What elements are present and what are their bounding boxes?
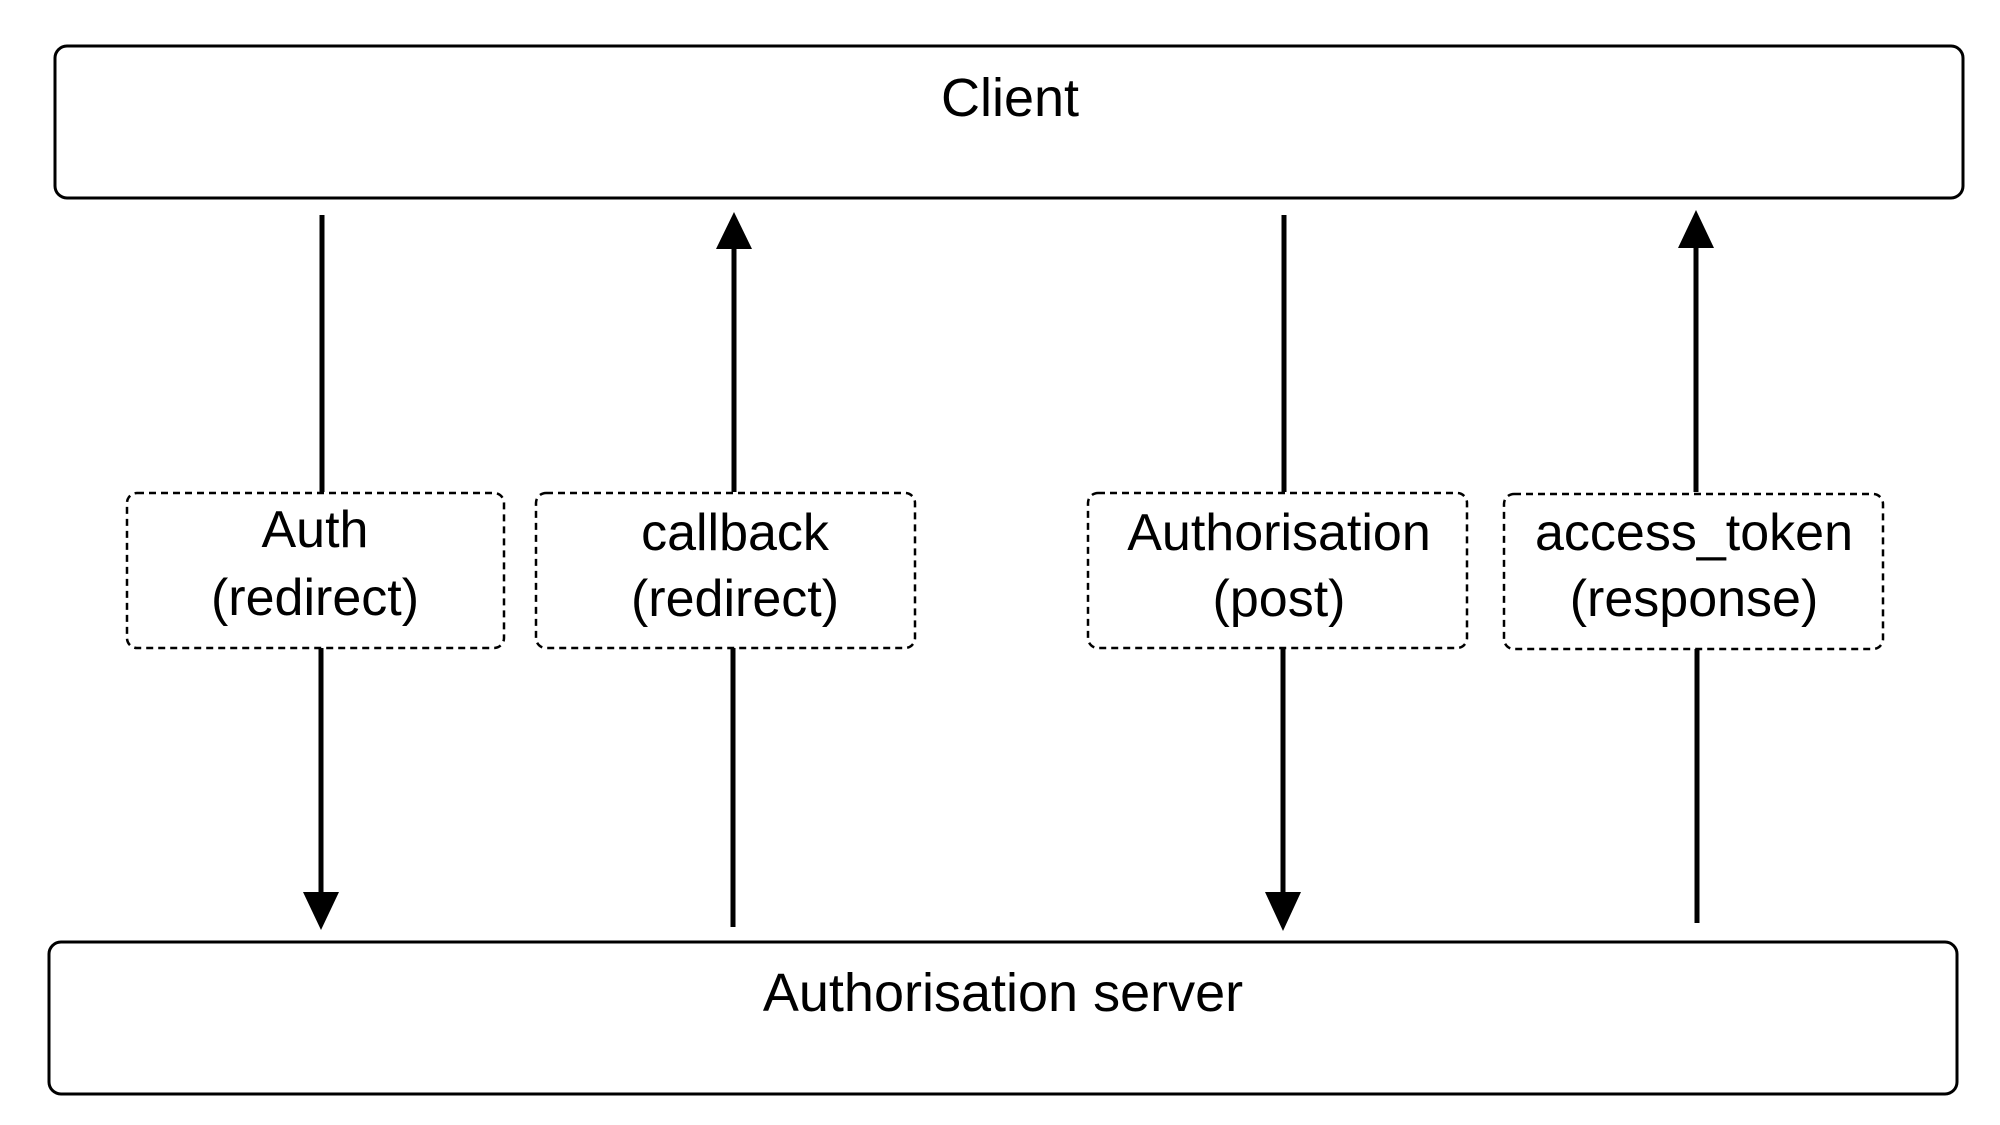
callback-label-line1: callback (641, 504, 830, 562)
server-label: Authorisation server (763, 963, 1243, 1023)
flow-callback: callback (redirect) (534, 212, 917, 927)
authorisation-label-line1: Authorisation (1127, 504, 1431, 562)
auth-label-box (125, 491, 506, 650)
flow-auth: Auth (redirect) (125, 215, 506, 930)
authorisation-label-box (1086, 491, 1469, 650)
auth-arrowhead-down (303, 892, 339, 930)
server-node: Authorisation server (47, 940, 1959, 1096)
callback-label-box (534, 491, 917, 650)
callback-label-line2: (redirect) (631, 570, 839, 628)
access-token-label-line2: (response) (1570, 570, 1819, 628)
auth-label-line2: (redirect) (211, 569, 419, 627)
client-label: Client (941, 68, 1079, 128)
access-token-arrowhead-up (1678, 210, 1714, 248)
client-box (53, 44, 1965, 200)
auth-label-line1: Auth (262, 501, 369, 559)
callback-arrowhead-up (716, 212, 752, 249)
access-token-label-line1: access_token (1535, 504, 1853, 562)
flow-authorisation: Authorisation (post) (1086, 215, 1469, 931)
flow-access-token: access_token (response) (1502, 210, 1885, 923)
client-node: Client (53, 44, 1965, 200)
access-token-label-box (1502, 492, 1885, 651)
server-box (47, 940, 1959, 1096)
authorisation-arrowhead-down (1265, 892, 1301, 931)
authorisation-label-line2: (post) (1213, 570, 1346, 628)
